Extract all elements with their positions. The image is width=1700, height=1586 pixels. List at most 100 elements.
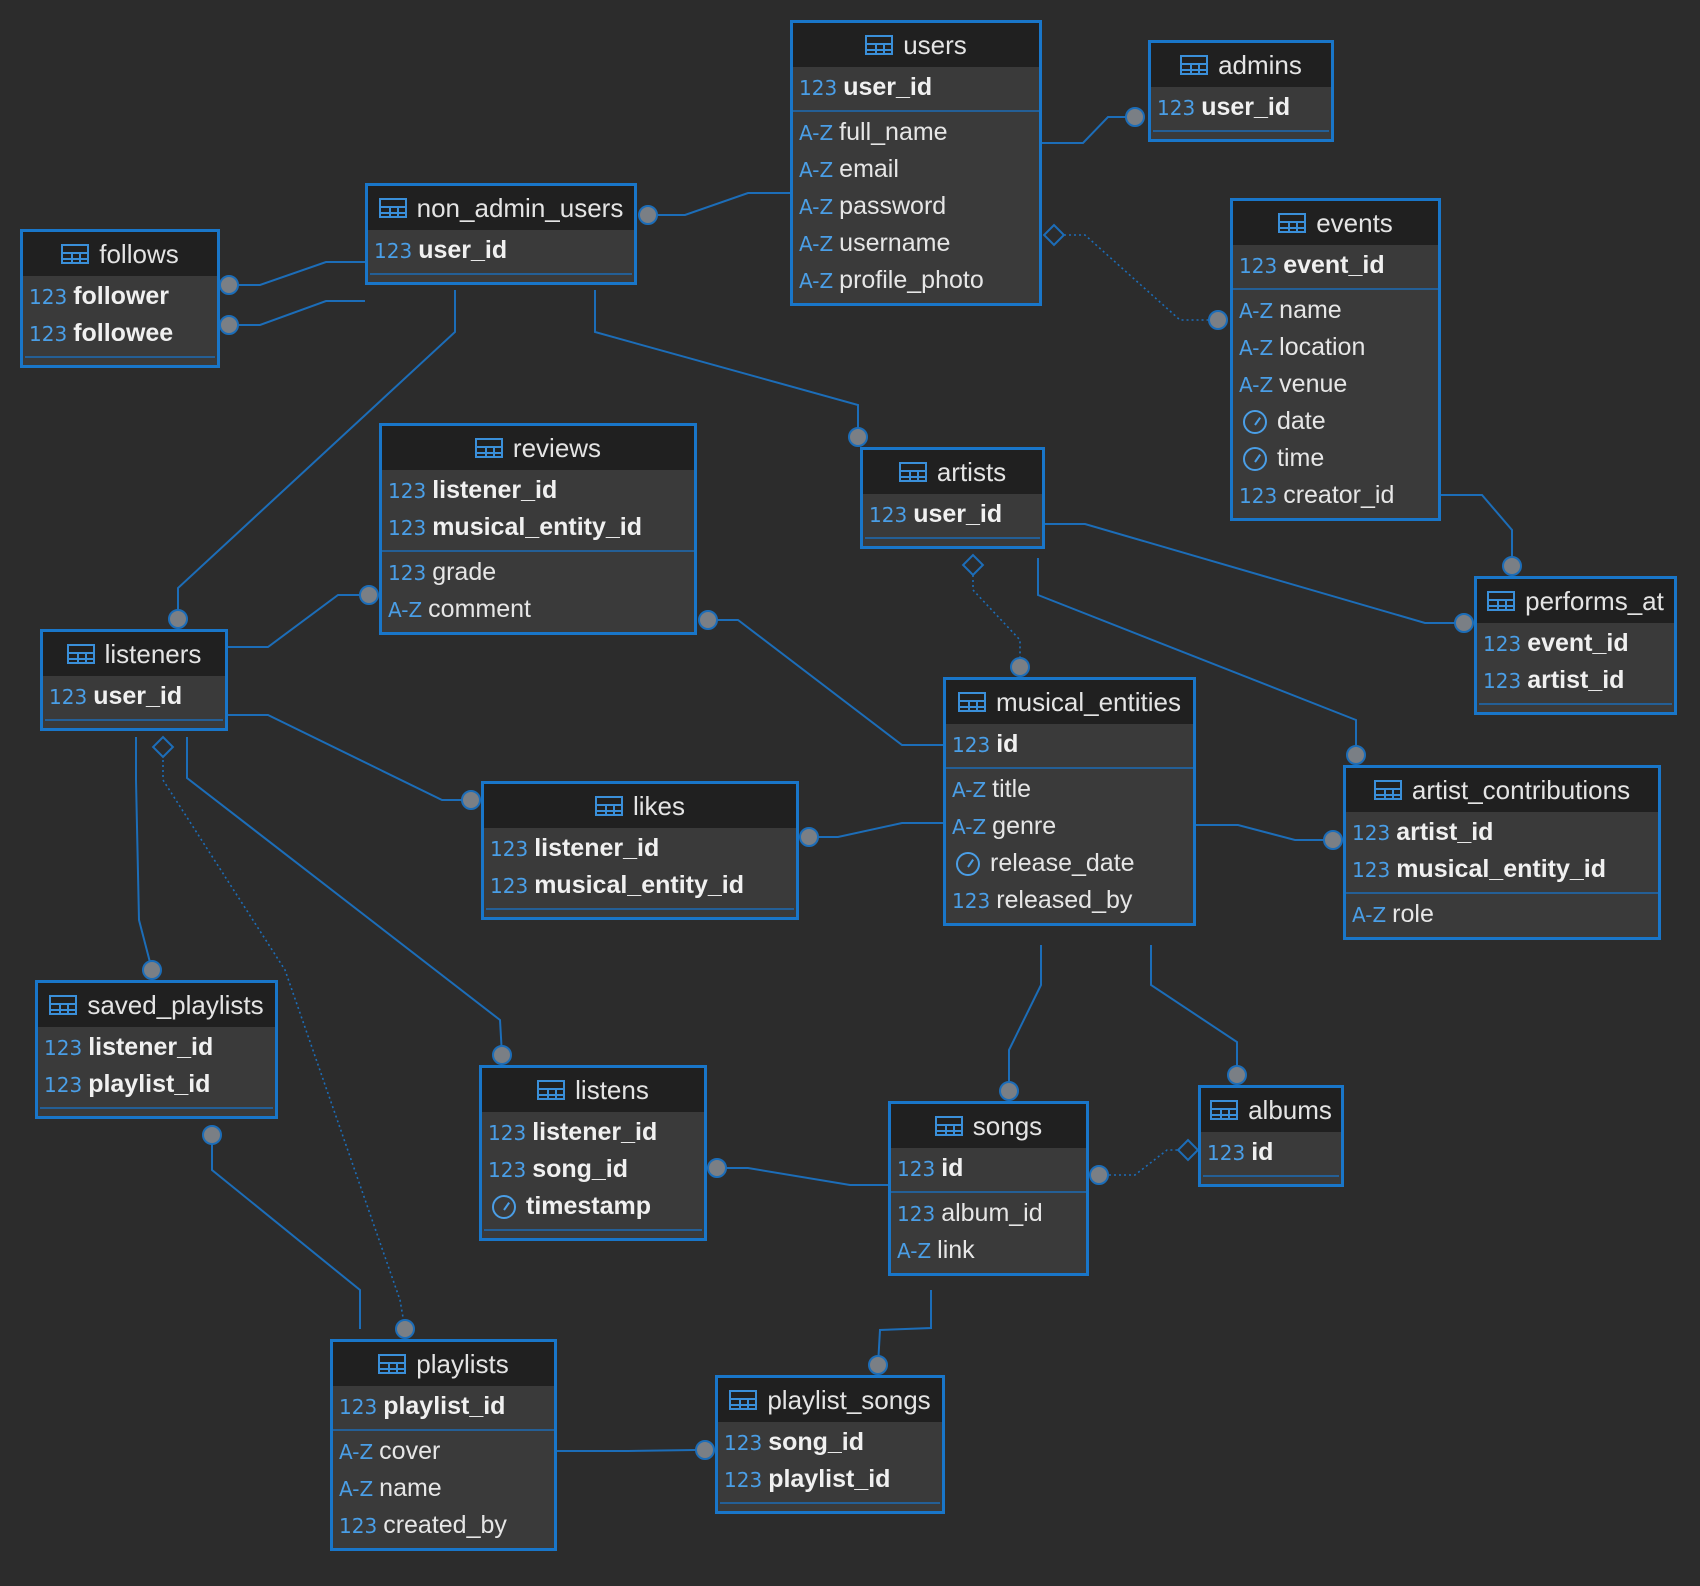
relationship-playlist_songs-songs[interactable]	[868, 1290, 932, 1375]
relationship-saved_playlists-listeners[interactable]	[135, 737, 162, 980]
relationship-non_admin_users-users[interactable]	[638, 192, 790, 225]
table-header[interactable]: events	[1233, 201, 1438, 245]
table-header[interactable]: songs	[891, 1104, 1086, 1148]
relationship-follows-non_admin_users-1[interactable]	[219, 261, 365, 295]
column-date[interactable]: date	[1233, 403, 1438, 440]
table-header[interactable]: users	[793, 23, 1039, 67]
relationship-performs_at-artists[interactable]	[1045, 523, 1474, 633]
table-header[interactable]: listens	[482, 1068, 704, 1112]
relationship-reviews-musical_entities[interactable]	[698, 610, 943, 746]
relationship-follows-non_admin_users-2[interactable]	[219, 300, 365, 335]
table-header[interactable]: reviews	[382, 426, 694, 470]
table-header[interactable]: musical_entities	[946, 680, 1193, 724]
relationship-songs-albums[interactable]	[1089, 1138, 1200, 1185]
relationship-events-users[interactable]	[1042, 223, 1228, 330]
table-header[interactable]: playlists	[333, 1342, 554, 1386]
relationship-performs_at-events[interactable]	[1441, 494, 1522, 576]
table-header[interactable]: listeners	[43, 632, 225, 676]
relationship-likes-listeners[interactable]	[228, 714, 481, 810]
table-header[interactable]: saved_playlists	[38, 983, 275, 1027]
relationship-saved_playlists-playlists[interactable]	[202, 1125, 361, 1329]
table-header[interactable]: follows	[23, 232, 217, 276]
relationship-playlist_songs-playlists[interactable]	[557, 1440, 715, 1460]
table-header[interactable]: albums	[1201, 1088, 1341, 1132]
table-header[interactable]: artist_contributions	[1346, 768, 1658, 812]
relationship-listens-songs[interactable]	[707, 1158, 888, 1186]
relationship-artist_contributions-musical_entities[interactable]	[1196, 824, 1343, 850]
relationship-musical_entities-artists[interactable]	[961, 553, 1030, 677]
column-time[interactable]: time	[1233, 440, 1438, 477]
column-release-date[interactable]: release_date	[946, 845, 1193, 882]
table-header[interactable]: performs_at	[1477, 579, 1674, 623]
relationship-albums-musical_entities[interactable]	[1150, 945, 1247, 1085]
table-header[interactable]: non_admin_users	[368, 186, 634, 230]
relationship-admins-users[interactable]	[1042, 107, 1145, 144]
column-timestamp[interactable]: timestamp	[482, 1188, 704, 1225]
table-header[interactable]: artists	[863, 450, 1042, 494]
table-header[interactable]: admins	[1151, 43, 1331, 87]
table-header[interactable]: playlist_songs	[718, 1378, 942, 1422]
relationship-likes-musical_entities[interactable]	[799, 822, 943, 847]
table-header[interactable]: likes	[484, 784, 796, 828]
relationship-reviews-listeners[interactable]	[228, 585, 379, 648]
